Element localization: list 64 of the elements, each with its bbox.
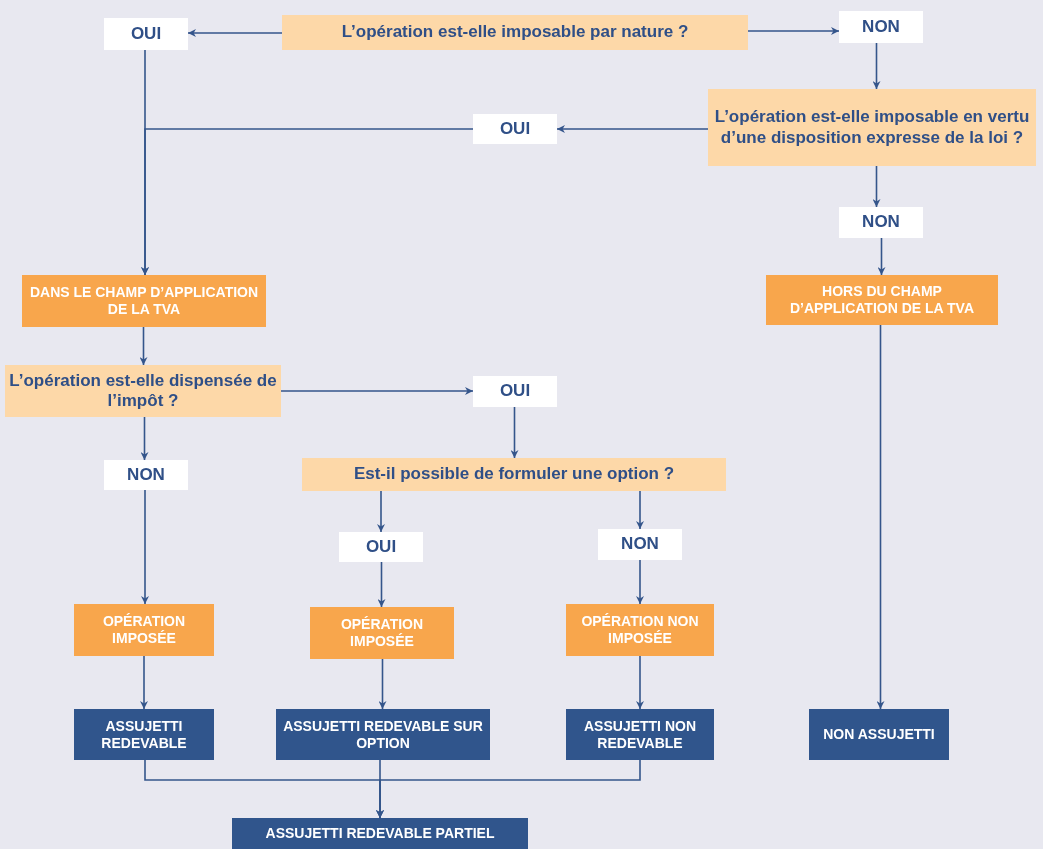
box-label: ASSUJETTI NON REDEVABLE xyxy=(583,717,697,752)
box-label: NON xyxy=(862,212,900,233)
box-label: OPÉRATION IMPOSÉE xyxy=(339,616,425,650)
arrow xyxy=(872,165,881,208)
answer-box xyxy=(839,11,923,43)
arrow xyxy=(872,42,881,90)
arrow xyxy=(377,561,386,608)
arrow xyxy=(556,125,709,133)
arrow xyxy=(187,29,283,37)
box-label: OUI xyxy=(499,118,531,140)
box-label: NON ASSUJETTI xyxy=(823,726,935,743)
box-label: ASSUJETTI REDEVABLE SUR OPTION xyxy=(282,717,484,752)
arrow xyxy=(139,326,148,366)
question-box xyxy=(282,15,748,50)
arrow xyxy=(747,27,840,35)
box-label: OUI xyxy=(499,381,531,402)
question-box xyxy=(302,458,726,491)
answer-box xyxy=(104,18,188,50)
answer-box xyxy=(839,207,923,238)
arrow xyxy=(636,655,644,710)
arrow xyxy=(140,655,148,710)
arrow xyxy=(377,490,385,533)
box-label: L’opération est-elle dispensée de l’impôt ? xyxy=(9,370,277,412)
result-box xyxy=(766,275,998,325)
status-box xyxy=(566,709,714,760)
arrow xyxy=(877,237,886,276)
status-box xyxy=(809,709,949,760)
arrow xyxy=(876,324,885,710)
arrow xyxy=(141,49,149,276)
answer-box xyxy=(473,376,557,407)
arrow xyxy=(140,416,149,461)
status-box xyxy=(74,709,214,760)
box-label: OPÉRATION NON IMPOSÉE xyxy=(580,613,700,647)
answer-box xyxy=(473,114,557,144)
arrow xyxy=(376,759,641,819)
answer-box xyxy=(339,532,423,562)
box-label: L’opération est-elle imposable en vertu d’une disposition expresse de la loi ? xyxy=(713,107,1031,148)
box-label: HORS DU CHAMP D’APPLICATION DE LA TVA xyxy=(788,283,976,317)
box-label: NON xyxy=(862,16,900,38)
arrow xyxy=(280,387,474,395)
arrow xyxy=(636,559,644,605)
box-label: ASSUJETTI REDEVABLE PARTIEL xyxy=(265,825,495,842)
result-box xyxy=(566,604,714,656)
answer-box xyxy=(598,529,682,560)
arrow xyxy=(510,406,519,459)
arrow xyxy=(141,489,149,605)
question-box xyxy=(708,89,1036,166)
answer-box xyxy=(104,460,188,490)
box-label: OUI xyxy=(365,536,397,558)
status-box xyxy=(276,709,490,760)
box-label: DANS LE CHAMP D’APPLICATION DE LA TVA xyxy=(28,284,260,318)
box-label: ASSUJETTI REDEVABLE xyxy=(100,717,188,752)
box-label: OPÉRATION IMPOSÉE xyxy=(101,613,187,647)
box-label: Est-il possible de formuler une option ? xyxy=(353,464,675,485)
box-label: OUI xyxy=(130,23,162,45)
result-box xyxy=(22,275,266,327)
arrow xyxy=(636,490,644,530)
box-label: NON xyxy=(621,534,659,555)
result-box xyxy=(74,604,214,656)
box-label: L’opération est-elle imposable par nature ? xyxy=(341,22,689,43)
status-box xyxy=(232,818,528,849)
arrow xyxy=(378,658,387,710)
result-box xyxy=(310,607,454,659)
box-label: NON xyxy=(127,464,165,486)
